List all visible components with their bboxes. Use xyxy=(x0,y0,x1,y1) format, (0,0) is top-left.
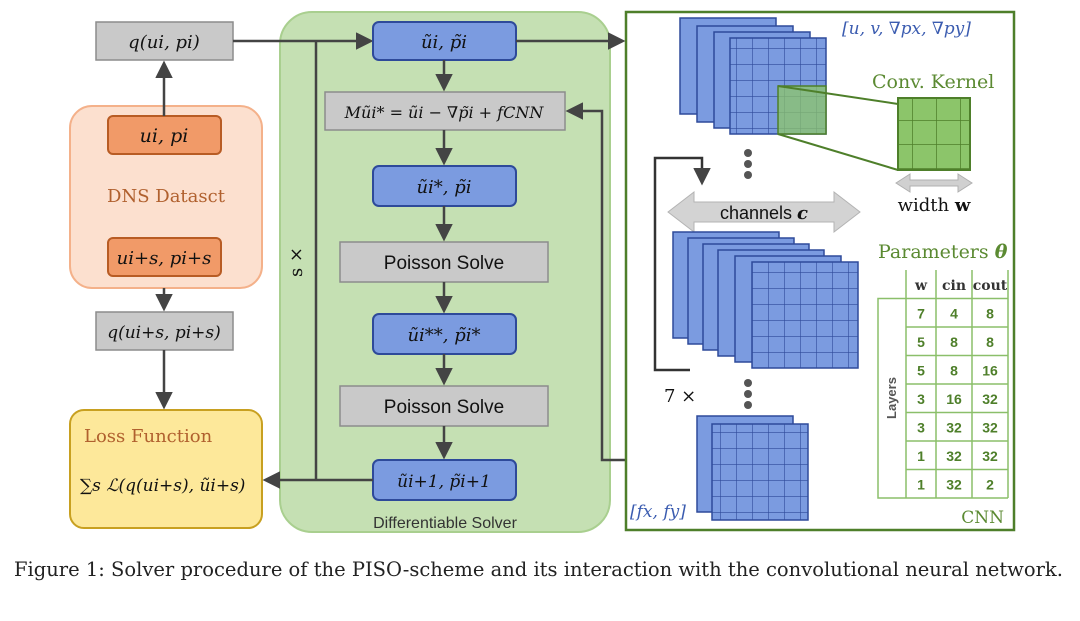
table-header-cell: w xyxy=(914,278,928,294)
table-layer-bracket xyxy=(877,297,906,499)
table-cell: 8 xyxy=(986,334,994,350)
table-cell: 7 xyxy=(917,306,925,322)
ut-pt-label: ũi, p̃i xyxy=(421,32,467,53)
poisson-solve-box-1 xyxy=(339,241,549,283)
table-header-cell: cout xyxy=(973,278,1008,294)
differentiable-solver-label: Differentiable Solver xyxy=(373,515,517,532)
ui-s-pi-s-label: ui+s, pi+s xyxy=(117,248,212,269)
poisson-solve-label-1: Poisson Solve xyxy=(384,253,504,274)
table-cell: 32 xyxy=(982,448,998,464)
cnn-label: CNN xyxy=(961,508,1004,528)
hidden-layer-stack xyxy=(672,231,859,369)
seven-times-label: 7 × xyxy=(664,386,696,407)
table-cell: 16 xyxy=(982,363,998,379)
channels-arrow xyxy=(667,190,861,234)
width-arrow xyxy=(895,173,973,193)
table-cell: 32 xyxy=(946,477,962,493)
output-feature-stack xyxy=(696,415,809,521)
ustar-label: ũi*, p̃i xyxy=(416,177,471,198)
momentum-box xyxy=(324,91,566,131)
figure-caption: Figure 1: Solver procedure of the PISO-s… xyxy=(14,558,1063,581)
q-ui-label: q(ui, pi) xyxy=(128,32,200,53)
table-cell: 4 xyxy=(950,306,958,322)
table-cell: 5 xyxy=(917,363,925,379)
table-cell: 5 xyxy=(917,334,925,350)
channels-label: channels c xyxy=(720,203,808,224)
ui-pi-label: ui, pi xyxy=(140,125,189,147)
table-cell: 16 xyxy=(946,391,962,407)
table-cell: 32 xyxy=(946,448,962,464)
dns-dataset-label: DNS Datasct xyxy=(107,186,226,207)
figure-diagram: ui, pi DNS Datasct ui+s, pi+s q(ui, pi) … xyxy=(69,10,1016,533)
kernel-highlight xyxy=(777,85,827,135)
table-cell: 8 xyxy=(950,334,958,350)
ellipsis-dots-top xyxy=(744,149,752,179)
table-cell: 3 xyxy=(917,391,925,407)
output-features-label: [fx, fy] xyxy=(630,502,686,522)
arrow-cnn-to-momentum xyxy=(565,102,626,462)
loss-function-panel xyxy=(69,409,263,529)
table-cell: 32 xyxy=(946,420,962,436)
layers-label: Layers xyxy=(884,377,899,419)
loss-formula: ∑s ℒ(q(ui+s), ũi+s) xyxy=(80,476,245,496)
kernel-link-top xyxy=(777,85,899,105)
table-cell: 3 xyxy=(917,420,925,436)
table-cell: 32 xyxy=(982,420,998,436)
conv-kernel-grid xyxy=(897,97,971,171)
table-cell: 1 xyxy=(917,448,925,464)
unext-label: ũi+1, p̃i+1 xyxy=(397,472,491,492)
table-cell: 8 xyxy=(986,306,994,322)
table-cell: 1 xyxy=(917,477,925,493)
width-label: width w xyxy=(898,195,971,216)
poisson-solve-label-2: Poisson Solve xyxy=(384,397,504,418)
table-cell: 2 xyxy=(986,477,994,493)
s-times-label: s × xyxy=(286,247,307,277)
q-ui-s-label: q(ui+s, pi+s) xyxy=(107,323,221,343)
repeat-bracket xyxy=(653,156,711,372)
conv-kernel-label: Conv. Kernel xyxy=(872,71,994,93)
momentum-label: Mũi* = ũi − ∇p̃i + fCNN xyxy=(344,103,545,122)
table-cell: 32 xyxy=(982,391,998,407)
table-header-cell: cin xyxy=(942,278,966,294)
ui-s-pi-s-box xyxy=(107,237,222,277)
loss-function-label: Loss Function xyxy=(84,426,213,447)
table-cell: 8 xyxy=(950,363,958,379)
kernel-link-bottom xyxy=(777,133,899,171)
input-features-label: [u, v, ∇px, ∇py] xyxy=(842,19,971,39)
ustarstar-label: ũi**, p̃i* xyxy=(407,325,480,346)
ellipsis-dots-bottom xyxy=(744,379,752,409)
parameters-label: Parameters θ xyxy=(878,241,1008,263)
